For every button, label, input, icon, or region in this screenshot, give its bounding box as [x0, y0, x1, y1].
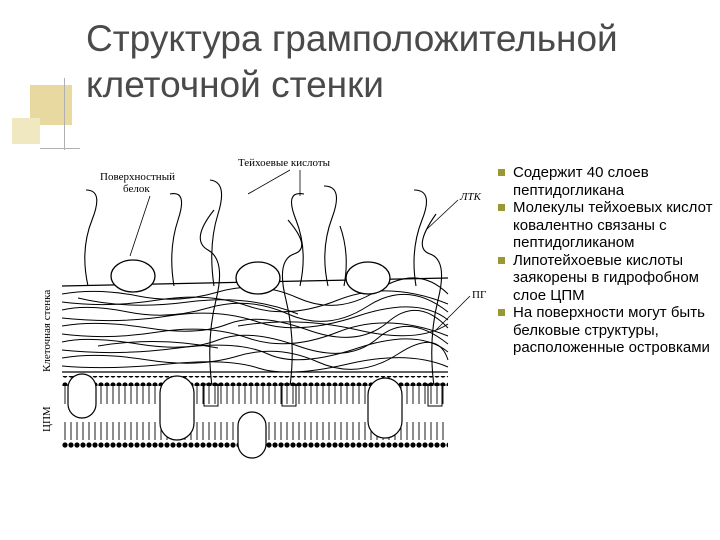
bullet-item: Липотейхоевые кислоты заякорены в гидроф…	[498, 252, 713, 305]
membrane-protein-2	[159, 375, 195, 441]
decor-line-vertical	[64, 78, 65, 150]
membrane-protein-4	[367, 377, 403, 439]
surface-protein-2	[235, 261, 281, 295]
bullet-item: Содержит 40 слоев пептидогликана	[498, 164, 713, 199]
bullet-square-icon	[498, 204, 505, 211]
label-ltk: ЛТК	[459, 191, 482, 203]
title-line-2: клеточной стенки	[86, 64, 384, 105]
bullet-square-icon	[498, 309, 505, 316]
surface-protein-3	[345, 261, 391, 295]
surface-protein-1	[110, 259, 156, 293]
bullet-text: Липотейхоевые кислоты заякорены в гидроф…	[513, 251, 699, 304]
membrane-protein-3	[237, 411, 267, 459]
membrane-protein-1	[67, 373, 97, 419]
bullet-text: На поверхности могут быть белковые струк…	[513, 304, 710, 356]
lipoteichoic-acid-strands	[199, 209, 443, 387]
label-pg: ПГ	[472, 289, 486, 301]
bullet-text: Содержит 40 слоев пептидогликана	[513, 164, 649, 199]
bullet-text: Молекулы тейхоевых кислот ковалентно свя…	[513, 199, 713, 251]
teichoic-acid-strands	[84, 179, 428, 287]
bullet-list: Содержит 40 слоев пептидогликана Молекул…	[498, 164, 713, 357]
peptidoglycan-layers	[61, 277, 449, 373]
title-line-1: Структура грамположительной	[86, 18, 618, 59]
label-cell-wall: Клеточная стенка	[41, 290, 53, 372]
membrane-tails-top	[62, 386, 448, 404]
pointer-pg	[435, 295, 471, 331]
decor-line-horizontal	[40, 148, 80, 149]
label-surface-protein-line2: белок	[123, 183, 150, 195]
bullet-square-icon	[498, 169, 505, 176]
cell-wall-diagram: Поверхностный белок Тейхоевые кислоты ЛТ…	[41, 157, 486, 459]
label-cpm: ЦПМ	[41, 406, 53, 432]
label-surface-protein-line1: Поверхностный	[100, 171, 175, 183]
label-teichoic-acids: Тейхоевые кислоты	[238, 157, 331, 169]
slide-title: Структура грамположительной клеточной ст…	[86, 16, 706, 108]
bullet-item: На поверхности могут быть белковые струк…	[498, 304, 713, 357]
pointer-surface-protein	[129, 195, 151, 257]
pointer-teichoic-1	[247, 169, 291, 195]
pointer-ltk	[425, 199, 459, 231]
bullet-square-icon	[498, 256, 505, 264]
bullet-item: Молекулы тейхоевых кислот ковалентно свя…	[498, 199, 713, 252]
decor-square-small	[12, 118, 40, 144]
membrane-top-row	[62, 376, 448, 386]
